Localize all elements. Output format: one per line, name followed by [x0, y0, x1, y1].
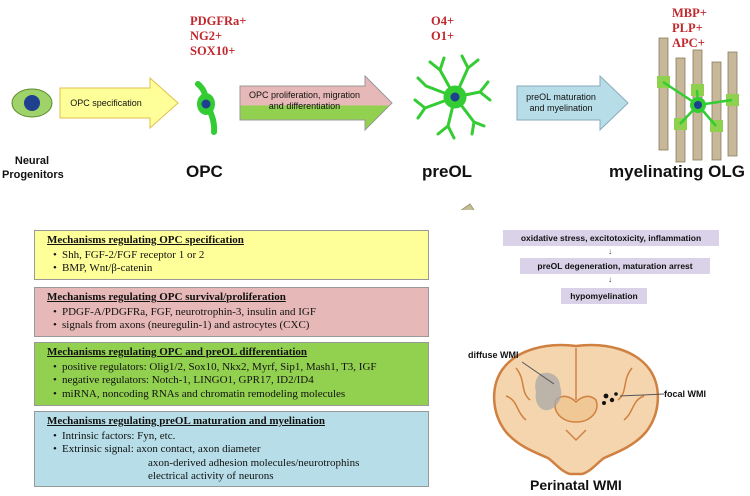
- focal-wmi-pointer: [619, 393, 665, 397]
- panel-item-continued: electrical activity of neurons: [148, 470, 274, 482]
- panel-item-continued: axon-derived adhesion molecules/neurotro…: [148, 456, 360, 469]
- diffuse-wmi-pointer: [521, 361, 555, 385]
- panel-item: Shh, FGF-2/FGF receptor 1 or 2: [53, 249, 422, 263]
- injury-box-hypomyelination: hypomyelination: [561, 288, 647, 304]
- injury-box-oxidative-stress: oxidative stress, excitotoxicity, inflam…: [503, 230, 719, 246]
- panel-item: Intrinsic factors: Fyn, etc.: [53, 430, 422, 444]
- panel-item: PDGF-A/PDGFRa, FGF, neurotrophin-3, insu…: [53, 306, 422, 320]
- panel-item: negative regulators: Notch-1, LINGO1, GP…: [53, 374, 422, 388]
- opc-markers: PDGFRa+ NG2+ SOX10+: [190, 14, 247, 58]
- panel-title: Mechanisms regulating OPC specification: [47, 234, 244, 246]
- arrow-spec-label: OPC specification: [70, 98, 142, 108]
- arrow-to-perinatal-wmi: [460, 203, 475, 210]
- arrow-preol-maturation: [516, 74, 629, 132]
- preol-label: preOL: [422, 162, 473, 181]
- olg-markers: MBP+ PLP+ APC+: [672, 6, 707, 50]
- preol-markers: O4+ O1+: [431, 14, 455, 43]
- neural-progenitors-label: Neural Progenitors: [2, 155, 64, 181]
- arrow-opc-proliferation: [239, 74, 393, 132]
- diffuse-wmi-region: [535, 372, 562, 411]
- focal-wmi-lesion: [603, 393, 609, 399]
- panel-item: Extrinsic signal: axon contact, axon dia…: [53, 443, 422, 457]
- panel-title: Mechanisms regulating OPC survival/proli…: [47, 291, 286, 303]
- panel-title: Mechanisms regulating preOL maturation a…: [47, 415, 325, 427]
- panel-opc-specification: Mechanisms regulating OPC specification …: [34, 230, 429, 280]
- pathway-graphic: [11, 37, 739, 210]
- opc-cell: [195, 81, 218, 135]
- panel-item: positive regulators: Olig1/2, Sox10, Nkx…: [53, 361, 422, 375]
- panel-opc-survival: Mechanisms regulating OPC survival/proli…: [34, 287, 429, 337]
- panel-item: signals from axons (neuregulin-1) and as…: [53, 319, 422, 333]
- arrow-opc-specification: [59, 76, 179, 130]
- neural-progenitor-cell: [11, 88, 53, 118]
- panel-item: BMP, Wnt/β-catenin: [53, 262, 422, 276]
- arrow-matur-label: preOL maturation and myelination: [526, 92, 596, 113]
- preol-cell: [413, 54, 492, 140]
- focal-wmi-label: focal WMI: [664, 389, 706, 399]
- down-arrow-2: ↓: [608, 275, 612, 284]
- panel-opc-differentiation: Mechanisms regulating OPC and preOL diff…: [34, 342, 429, 406]
- olg-label: myelinating OLG: [609, 162, 746, 181]
- panel-preol-maturation: Mechanisms regulating preOL maturation a…: [34, 411, 429, 487]
- arrow-prolif-label: OPC proliferation, migration and differe…: [248, 90, 361, 111]
- panel-item: miRNA, noncoding RNAs and chromatin remo…: [53, 388, 422, 402]
- diffuse-wmi-label: diffuse WMI: [468, 350, 519, 360]
- injury-box-preol-degeneration: preOL degeneration, maturation arrest: [520, 258, 710, 274]
- perinatal-wmi-caption: Perinatal WMI: [530, 477, 622, 493]
- myelinating-olg-cell: [657, 37, 739, 163]
- opc-label: OPC: [186, 162, 223, 181]
- panel-title: Mechanisms regulating OPC and preOL diff…: [47, 346, 308, 358]
- down-arrow-1: ↓: [608, 247, 612, 256]
- brain-coronal-section: [492, 343, 660, 476]
